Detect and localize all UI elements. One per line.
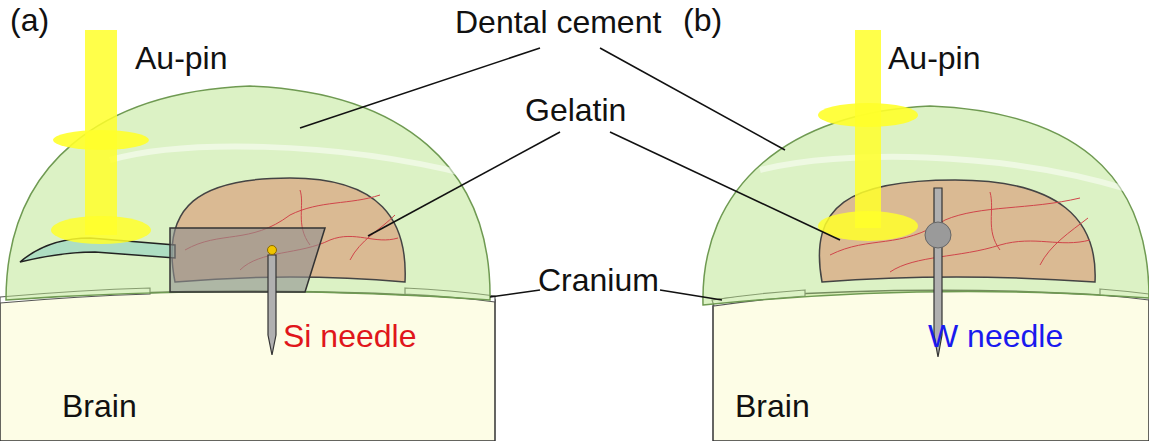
part-name: Cranium (538, 262, 659, 299)
cement-highlight-a (110, 146, 470, 175)
contact-pad (268, 246, 277, 255)
part-name: Au-pin (135, 40, 228, 77)
part-name: W needle (928, 318, 1063, 355)
part-name: Dental cement (455, 4, 661, 41)
panel-letter: (a) (10, 2, 49, 39)
si-needle (268, 255, 276, 355)
au-pin-flange-a (53, 130, 149, 150)
au-pin-b (855, 30, 881, 228)
brain-b (713, 290, 1149, 441)
solder-ball (925, 222, 951, 248)
dental-cement-a (6, 86, 490, 300)
part-name: Si needle (283, 318, 416, 355)
au-pin-flange-b (818, 103, 918, 127)
part-name: Au-pin (888, 40, 981, 77)
au-pin-base-a (51, 216, 151, 244)
si-chip (170, 228, 325, 292)
leader-lines (300, 48, 840, 300)
region-name: Brain (735, 388, 810, 425)
dental-cement-b (703, 106, 1149, 305)
part-name: Gelatin (525, 92, 626, 129)
brain-a (0, 291, 495, 441)
panel-letter: (b) (683, 2, 722, 39)
region-name: Brain (62, 388, 137, 425)
